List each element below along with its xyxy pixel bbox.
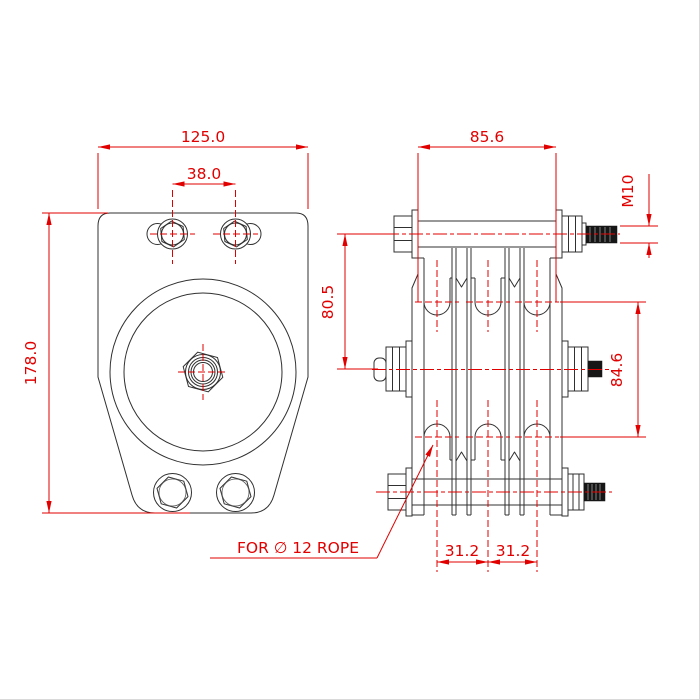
dim-bolt-spacing: 38.0 bbox=[172, 165, 236, 187]
dim-side-width: 85.6 bbox=[417, 128, 557, 302]
dim-groove-spacing-left-label: 31.2 bbox=[445, 542, 480, 560]
groove-centerlines bbox=[415, 260, 559, 572]
sheave-flange-circle bbox=[109, 278, 297, 466]
rope-note-label: FOR ∅ 12 ROPE bbox=[237, 539, 359, 557]
sheave-groove-circle bbox=[123, 292, 283, 452]
mid-plates-1 bbox=[451, 248, 472, 516]
dim-side-width-label: 85.6 bbox=[470, 128, 505, 146]
dim-axle-offset: 80.5 bbox=[319, 233, 392, 370]
right-plate-edge bbox=[549, 257, 563, 516]
mid-plates-2 bbox=[504, 248, 525, 516]
dim-front-height-label: 178.0 bbox=[22, 341, 40, 385]
side-centerlines bbox=[372, 233, 620, 493]
dim-front-height: 178.0 bbox=[22, 212, 190, 514]
left-plate-edge bbox=[411, 257, 425, 516]
bottom-left-bolt bbox=[153, 473, 192, 512]
dim-bolt-spacing-label: 38.0 bbox=[187, 165, 222, 183]
dim-groove-spacing: 31.2 31.2 bbox=[437, 542, 537, 565]
bottom-right-bolt bbox=[216, 473, 255, 512]
dim-axle-offset-label: 80.5 bbox=[319, 285, 337, 320]
dim-front-width: 125.0 bbox=[97, 128, 309, 209]
dim-stud-thread-label: M10 bbox=[619, 174, 637, 207]
dim-stud-thread: M10 bbox=[619, 174, 658, 258]
front-view: 125.0 38.0 178.0 bbox=[22, 128, 309, 514]
front-centerlines bbox=[150, 190, 258, 400]
dim-front-width-label: 125.0 bbox=[181, 128, 225, 146]
side-view: 85.6 M10 80.5 84.6 31.2 bbox=[210, 128, 658, 572]
dim-groove-span-label: 84.6 bbox=[608, 353, 626, 388]
rope-note: FOR ∅ 12 ROPE bbox=[210, 444, 434, 559]
dim-groove-spacing-right-label: 31.2 bbox=[496, 542, 531, 560]
dim-groove-span: 84.6 bbox=[560, 301, 646, 438]
